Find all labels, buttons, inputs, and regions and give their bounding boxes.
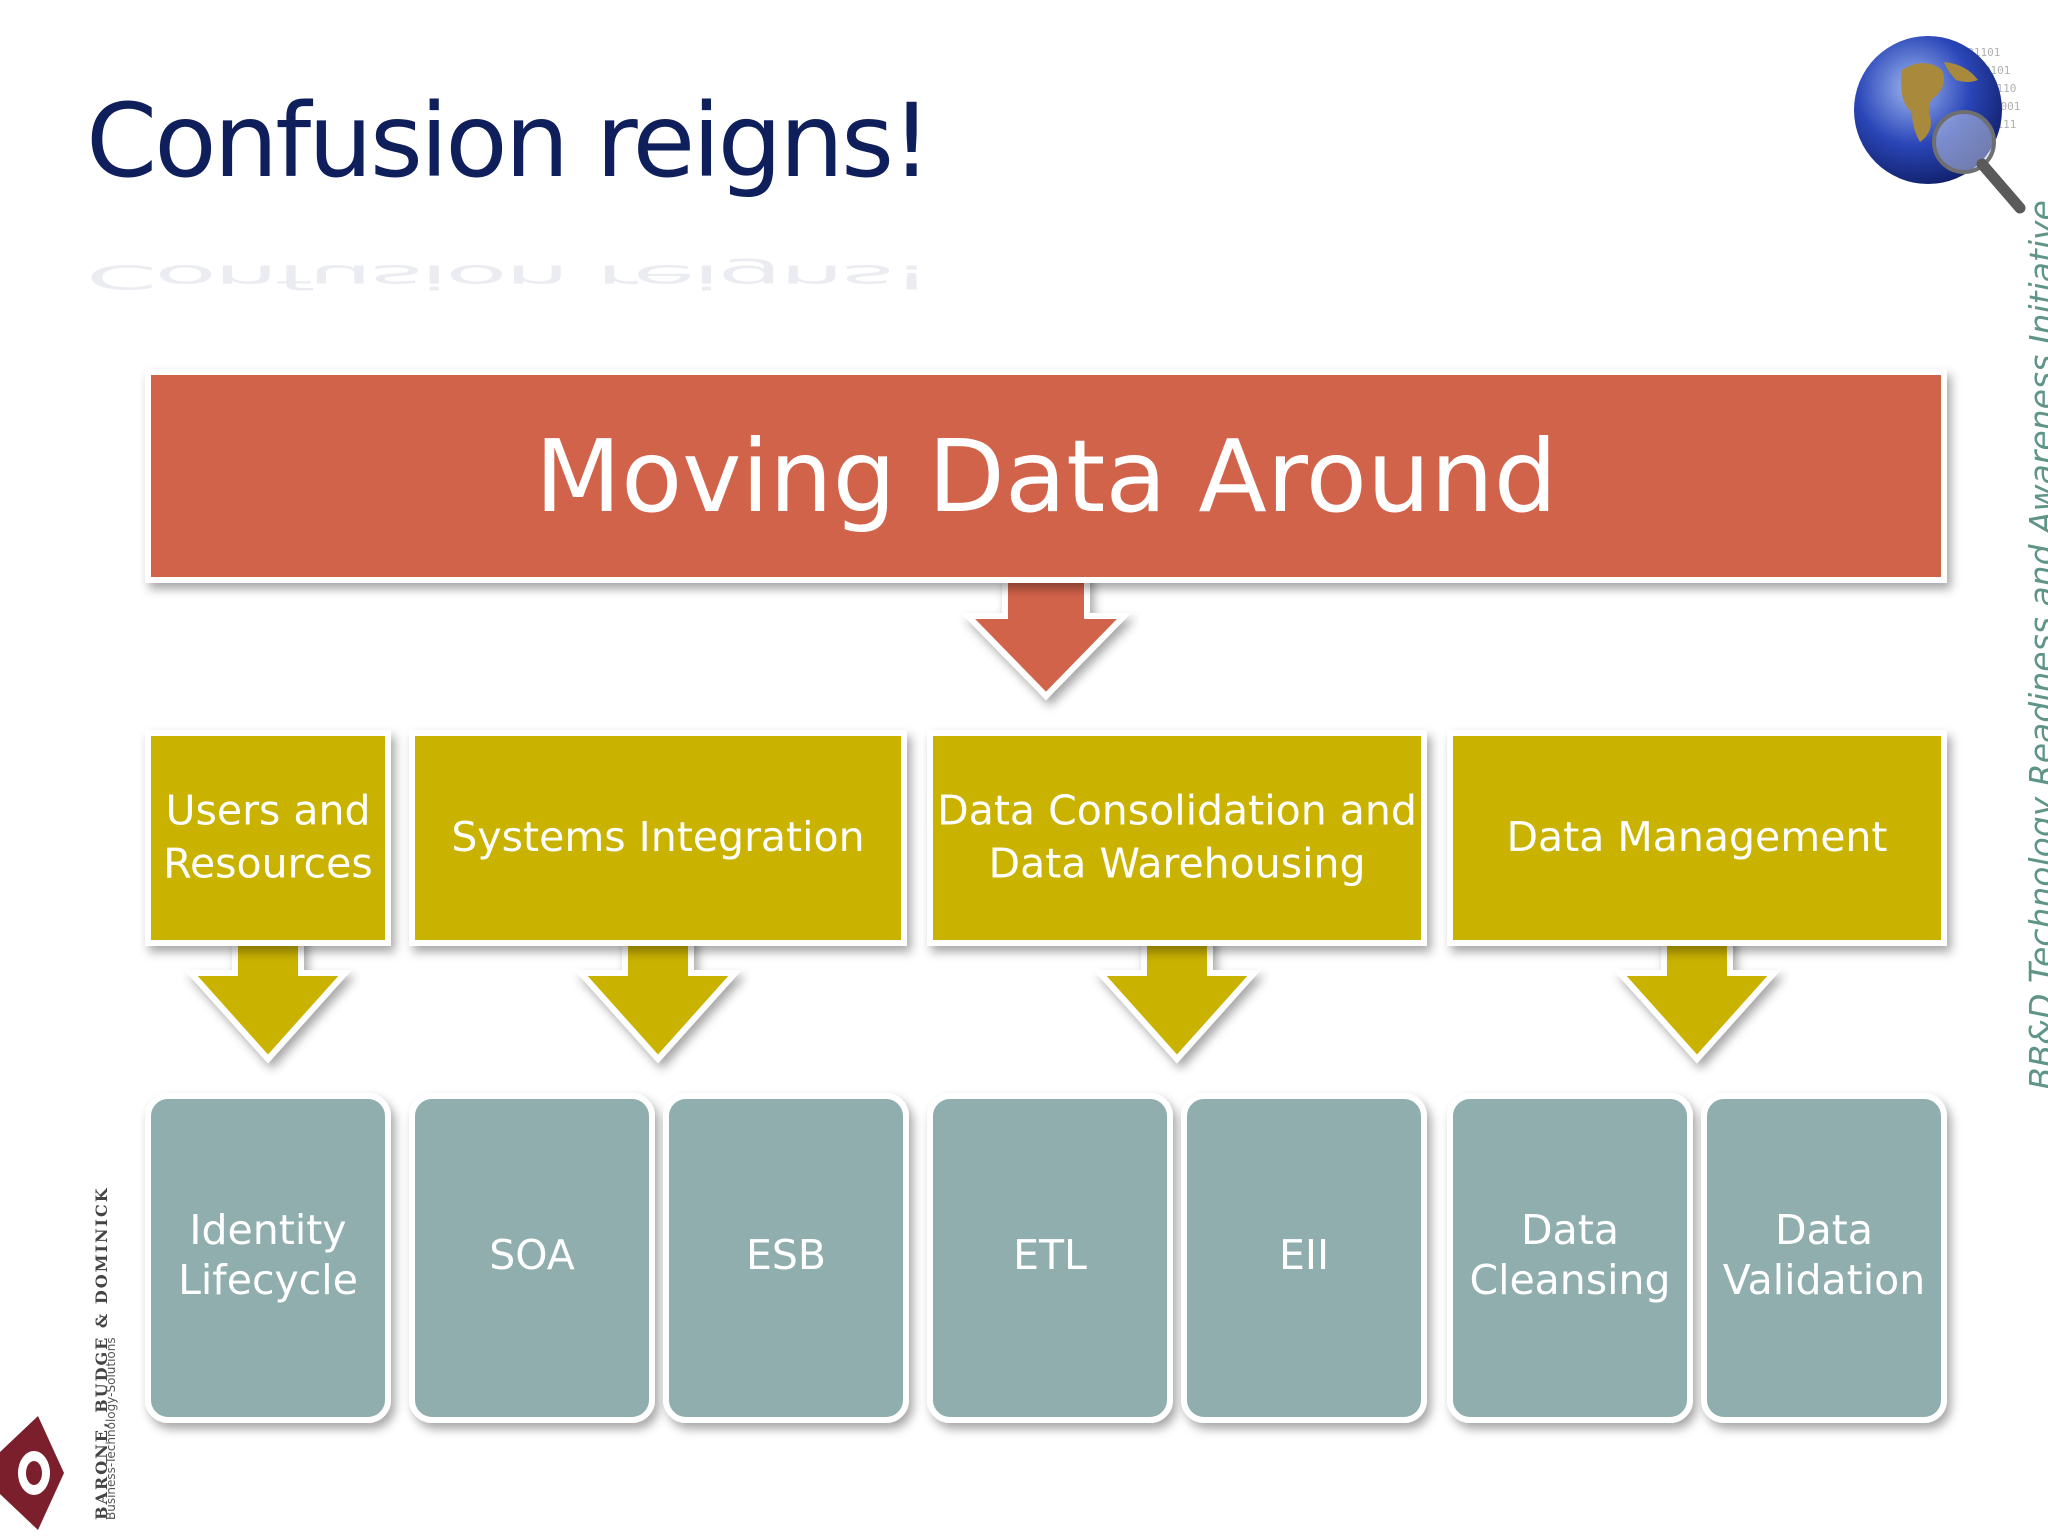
item-box	[927, 1093, 1173, 1423]
category-label-line: Data Warehousing	[989, 839, 1366, 887]
item-label-line: Lifecycle	[178, 1256, 358, 1304]
category-box	[409, 730, 907, 946]
category-label: Data Management	[1506, 813, 1887, 861]
item-label-line: ETL	[1013, 1231, 1087, 1279]
category-box	[145, 730, 391, 946]
category-label-line: Data Management	[1506, 813, 1887, 861]
item-label-line: Cleansing	[1469, 1256, 1670, 1304]
item-label: ESB	[746, 1231, 826, 1279]
item-box	[145, 1093, 391, 1423]
item-label: ETL	[1013, 1231, 1087, 1279]
category-arrow	[1613, 930, 1781, 1064]
category-arrow	[1093, 930, 1261, 1064]
item-label: EII	[1279, 1231, 1329, 1279]
item-box	[663, 1093, 909, 1423]
category-box	[927, 730, 1427, 946]
category-arrow	[574, 930, 742, 1064]
initiative-label: BB&D Technology Readiness and Awareness …	[2022, 200, 2048, 1090]
category-arrow	[184, 930, 352, 1064]
category-label-line: Users and	[166, 786, 371, 834]
category-label-line: Systems Integration	[451, 813, 864, 861]
logo-tagline: Business-Technology-Solutions	[104, 1337, 118, 1520]
item-label-line: Data	[1775, 1206, 1873, 1254]
category-label-line: Resources	[163, 839, 372, 887]
top-arrow	[960, 567, 1132, 701]
item-label-line: EII	[1279, 1231, 1329, 1279]
top-box-label: Moving Data Around	[535, 418, 1557, 535]
category-label-line: Data Consolidation and	[937, 786, 1417, 834]
category-label: Systems Integration	[451, 813, 864, 861]
item-box	[1447, 1093, 1693, 1423]
top-layer: Moving Data Around	[145, 369, 1947, 583]
slide-title: Confusion reigns!	[86, 82, 932, 201]
category-box	[1447, 730, 1947, 946]
item-label-line: SOA	[489, 1231, 575, 1279]
item-label: SOA	[489, 1231, 575, 1279]
item-label-line: Validation	[1723, 1256, 1925, 1304]
item-label-line: Data	[1521, 1206, 1619, 1254]
item-box	[409, 1093, 655, 1423]
item-label-line: Identity	[189, 1206, 346, 1254]
top-box	[145, 369, 1947, 583]
item-box	[1181, 1093, 1427, 1423]
item-box	[1701, 1093, 1947, 1423]
item-label-line: ESB	[746, 1231, 826, 1279]
company-logo-icon	[0, 1416, 64, 1530]
globe-magnifier-icon: 0101101 1100101 0110110 1011001 0100111	[1854, 36, 2026, 214]
